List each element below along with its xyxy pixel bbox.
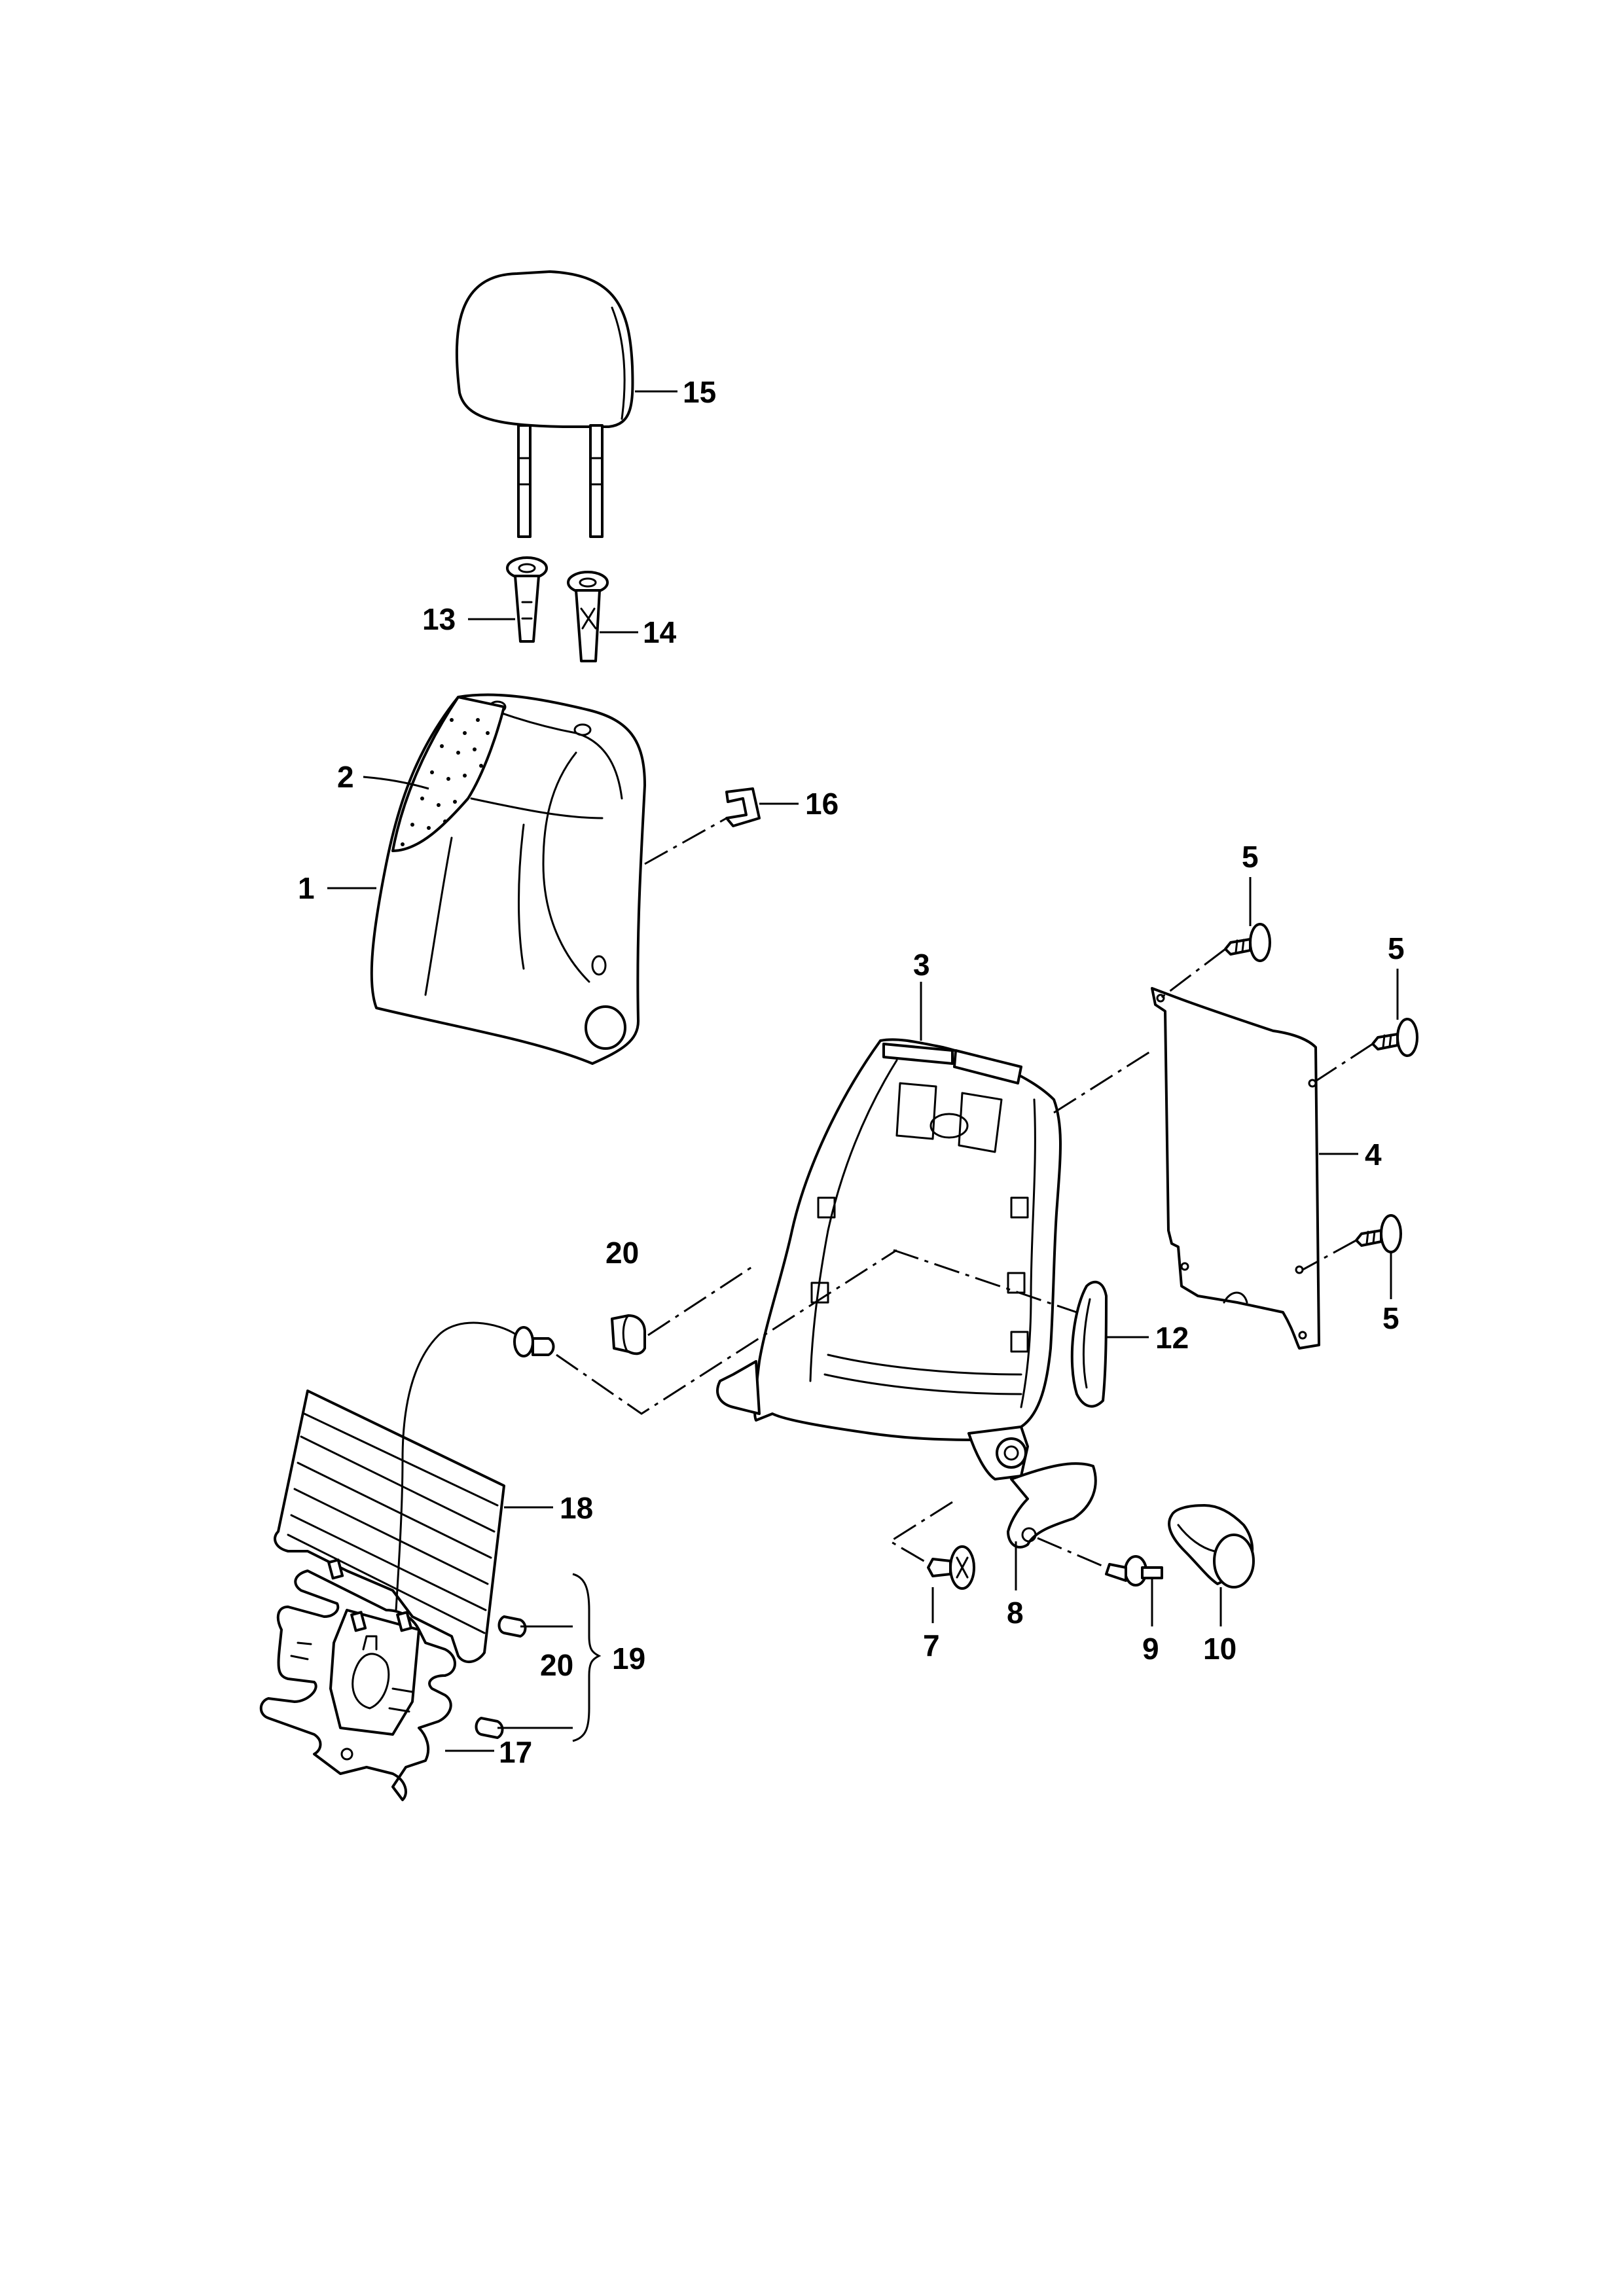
- callout-9: 9: [1142, 1632, 1159, 1666]
- part-5-screw-top: [1224, 923, 1271, 962]
- part-16-clip: [725, 787, 761, 827]
- part-10-knob: [1168, 1504, 1255, 1588]
- leader-lines: [327, 390, 1399, 1752]
- callout-17: 17: [499, 1735, 532, 1769]
- callout-20-lower: 20: [540, 1648, 573, 1682]
- callout-5-bottom: 5: [1382, 1301, 1399, 1335]
- part-17-lumbar-carrier-plate: [259, 1558, 456, 1801]
- part-13-guide-sleeve: [506, 556, 548, 643]
- callout-8: 8: [1007, 1596, 1024, 1630]
- part-15-head-restraint: [455, 270, 634, 538]
- part-8-cover-plate: [1007, 1462, 1097, 1549]
- part-12-side-trim: [1070, 1280, 1108, 1408]
- callout-1: 1: [298, 871, 315, 905]
- callout-5-top: 5: [1242, 840, 1259, 874]
- callout-18: 18: [560, 1491, 593, 1525]
- part-7-screw: [927, 1545, 975, 1590]
- callout-15: 15: [683, 375, 716, 409]
- part-14-guide-sleeve-with-release: [567, 571, 609, 662]
- callout-5-right: 5: [1388, 931, 1405, 965]
- callout-2: 2: [337, 760, 354, 794]
- callout-3: 3: [913, 948, 930, 982]
- callout-16: 16: [805, 787, 839, 821]
- part-9-pin: [1105, 1555, 1163, 1587]
- callout-13: 13: [422, 602, 456, 636]
- part-5-screw-bottom: [1355, 1214, 1402, 1253]
- part-3-backrest-frame: [716, 1038, 1062, 1480]
- callout-19: 19: [612, 1641, 645, 1676]
- callout-7: 7: [923, 1628, 940, 1662]
- part-18-lumbar-support-mat: [274, 1321, 555, 1663]
- part-2-backrest-padding-section: [391, 696, 505, 852]
- callout-12: 12: [1155, 1321, 1189, 1355]
- part-1-backrest-cover: [370, 693, 646, 1065]
- callout-10: 10: [1203, 1632, 1236, 1666]
- part-20-bushing-upper: [497, 1615, 527, 1638]
- callout-4: 4: [1365, 1138, 1382, 1172]
- part-20-cap: [611, 1314, 646, 1355]
- callout-labels: 15 13 14 2 16 1 5 5 3 4 20 5 12 18 8 7 9…: [298, 375, 1405, 1769]
- callout-14: 14: [643, 615, 677, 649]
- part-5-screw-right: [1371, 1018, 1418, 1057]
- callout-20-upper: 20: [605, 1236, 639, 1270]
- part-4-rear-panel: [1151, 987, 1320, 1350]
- part-20-bushing-lower: [475, 1717, 504, 1739]
